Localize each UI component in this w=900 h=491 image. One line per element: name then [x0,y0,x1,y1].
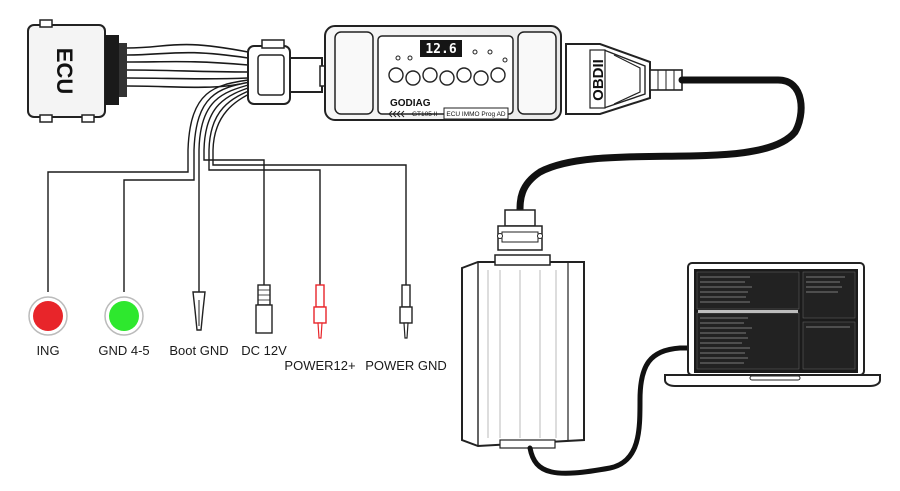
usb-cable [527,345,698,476]
chevron-icon [388,110,405,118]
godiag-device: 12.6 GODIAG GT105 II ECU IMMO Prog AD [324,25,562,121]
obd2-label: OBDII [590,59,607,101]
terminal-gnd45: GND 4-5 [98,296,150,358]
terminal-dc12v: DC 12V [241,284,287,358]
db9-plug [497,209,543,251]
device-brand: GODIAG [390,98,431,109]
device-model: GT105 II [412,111,437,118]
ecu-harness [126,43,249,89]
dc12v-label: DC 12V [241,343,287,358]
obd2-connector: OBDII [565,43,683,115]
ecu-label: ECU [52,48,77,94]
ing-label: ING [36,343,59,358]
terminal-wires [47,79,407,292]
terminal-power-gnd: POWER GND [365,284,447,373]
voltage-display: 12.6 [425,42,456,57]
device-subtitle: ECU IMMO Prog AD [446,111,506,118]
obd-cable [516,76,805,216]
screen-text-lines [700,276,850,364]
laptop [664,262,881,387]
gnd45-label: GND 4-5 [98,343,149,358]
power-gnd-label: POWER GND [365,358,447,373]
device-buttons [388,67,506,86]
terminal-boot-gnd: Boot GND [169,291,229,358]
terminal-power12: POWER12+ [284,284,356,373]
device-leds [395,49,508,63]
boot-gnd-label: Boot GND [169,343,228,358]
ecu-module: ECU [27,19,127,123]
gnd45-indicator [109,301,139,331]
ing-indicator [33,301,63,331]
power12-label: POWER12+ [284,358,355,373]
adapter-box [461,254,585,449]
terminal-ing: ING [28,296,68,358]
